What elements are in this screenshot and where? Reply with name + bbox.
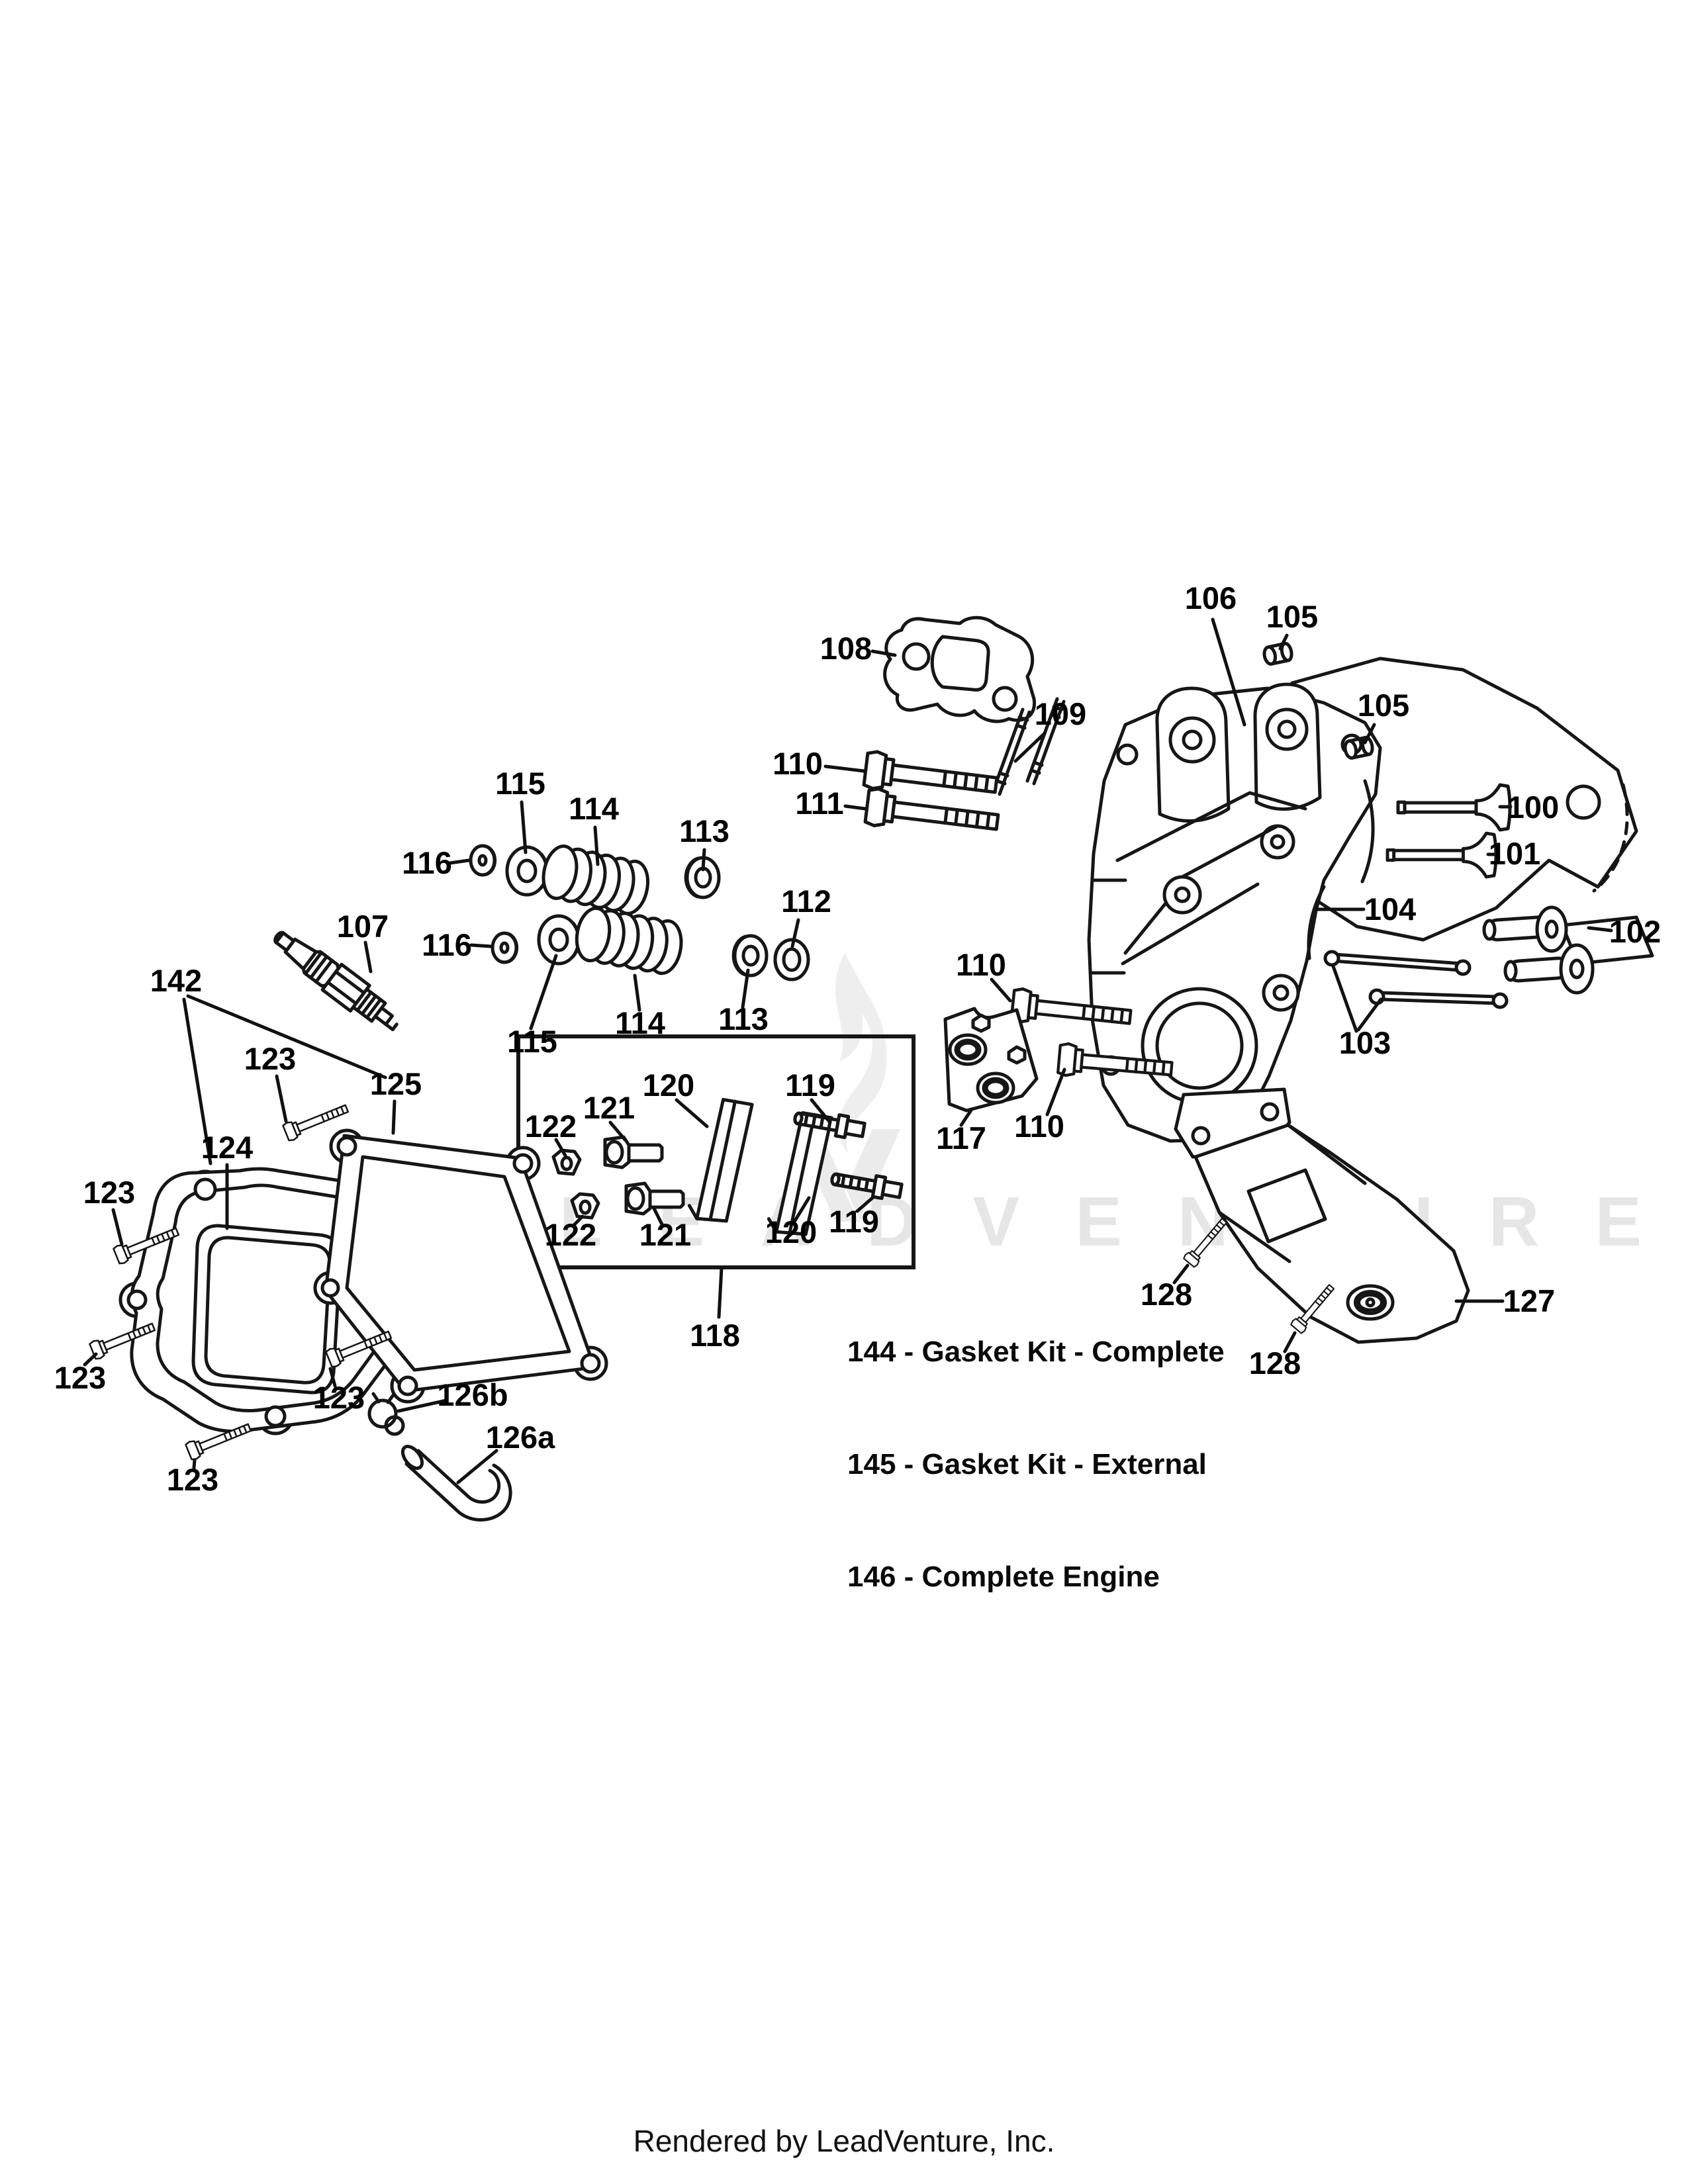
callout-109: 109 bbox=[1035, 696, 1086, 731]
pivot-bolt-121-drawing bbox=[624, 1181, 685, 1216]
callout-119: 119 bbox=[829, 1204, 879, 1239]
callout-110: 110 bbox=[773, 746, 823, 781]
bracket-plate-117-drawing bbox=[943, 1007, 1039, 1113]
callout-106: 106 bbox=[1185, 580, 1237, 615]
pivot-bolt-121-drawing bbox=[603, 1135, 664, 1169]
valve-spring-114-drawing bbox=[575, 906, 683, 976]
kit-item-146: 146 - Complete Engine bbox=[847, 1561, 1160, 1593]
leader-lines bbox=[83, 617, 1613, 1484]
callout-108: 108 bbox=[820, 631, 872, 666]
push-rod-103-drawing bbox=[1323, 950, 1509, 1009]
callout-121: 121 bbox=[583, 1090, 635, 1125]
callout-122: 122 bbox=[545, 1217, 596, 1252]
stud-119-drawing bbox=[830, 1172, 904, 1201]
spark-plug-107-drawing bbox=[273, 931, 399, 1032]
callout-123: 123 bbox=[83, 1175, 135, 1210]
callout-115: 115 bbox=[507, 1024, 557, 1059]
callout-116: 116 bbox=[402, 845, 452, 880]
head-bolt-111-drawing bbox=[865, 788, 1000, 841]
callout-100: 100 bbox=[1507, 790, 1559, 825]
callout-126b: 126b bbox=[437, 1377, 508, 1412]
callout-110: 110 bbox=[1014, 1109, 1064, 1144]
callout-123: 123 bbox=[244, 1041, 296, 1076]
hardware-inset-box bbox=[516, 1034, 915, 1269]
callout-114: 114 bbox=[569, 791, 619, 826]
callout-112: 112 bbox=[781, 884, 831, 919]
callout-128: 128 bbox=[1141, 1277, 1192, 1312]
valve-seal-112-drawing bbox=[773, 938, 810, 981]
stud-119-drawing bbox=[793, 1111, 867, 1140]
callout-111: 111 bbox=[795, 786, 843, 821]
callout-113: 113 bbox=[718, 1001, 769, 1036]
callout-142: 142 bbox=[150, 963, 202, 998]
callout-104: 104 bbox=[1364, 891, 1416, 927]
callout-110: 110 bbox=[956, 947, 1006, 982]
callout-117: 117 bbox=[936, 1120, 986, 1156]
callout-101: 101 bbox=[1489, 836, 1540, 871]
callout-102: 102 bbox=[1609, 914, 1661, 949]
breather-clamp-126b-drawing bbox=[367, 1392, 405, 1436]
callout-120: 120 bbox=[643, 1068, 694, 1103]
valve-spring-114-drawing bbox=[541, 844, 650, 915]
callout-113: 113 bbox=[679, 813, 729, 848]
callout-125: 125 bbox=[370, 1066, 422, 1101]
callout-119: 119 bbox=[785, 1068, 835, 1103]
callout-128: 128 bbox=[1249, 1345, 1301, 1381]
bracket-127-drawing bbox=[1174, 1087, 1470, 1344]
dowel-pin-105-drawing bbox=[1262, 641, 1293, 666]
callout-118: 118 bbox=[690, 1318, 740, 1353]
callout-123: 123 bbox=[54, 1360, 106, 1395]
rocker-arm-102-drawing bbox=[1482, 905, 1654, 995]
callout-122: 122 bbox=[525, 1109, 577, 1144]
callout-116: 116 bbox=[422, 927, 472, 962]
callout-124: 124 bbox=[201, 1130, 253, 1165]
callout-107: 107 bbox=[337, 909, 389, 944]
nut-122-drawing bbox=[570, 1192, 600, 1220]
exhaust-gasket-108-drawing bbox=[883, 615, 1037, 723]
watermark: LEADVENTURE bbox=[559, 953, 1688, 1261]
callout-123: 123 bbox=[313, 1380, 365, 1415]
watermark-text: LEADVENTURE bbox=[559, 1183, 1688, 1261]
flame-watermark-icon bbox=[835, 953, 887, 1154]
valve-cap-116-drawing bbox=[491, 931, 519, 964]
spring-retainer-115-drawing bbox=[505, 845, 549, 897]
callout-114: 114 bbox=[615, 1005, 665, 1040]
washer-113-drawing bbox=[731, 934, 769, 978]
callout-123: 123 bbox=[167, 1462, 218, 1497]
valve-cap-116-drawing bbox=[469, 844, 497, 877]
callout-120: 120 bbox=[765, 1214, 817, 1250]
nut-122-drawing bbox=[551, 1148, 582, 1176]
callout-115: 115 bbox=[495, 766, 545, 801]
spring-retainer-115-drawing bbox=[537, 914, 581, 966]
footer-credit: Rendered by LeadVenture, Inc. bbox=[633, 2124, 1055, 2158]
callout-126a: 126a bbox=[486, 1420, 555, 1455]
cover-gasket-125-drawing bbox=[313, 1128, 608, 1404]
callout-105: 105 bbox=[1358, 688, 1409, 723]
callout-121: 121 bbox=[639, 1217, 691, 1252]
callout-103: 103 bbox=[1339, 1025, 1391, 1060]
callout-labels: 108 106 105 105 109 110 111 100 101 102 … bbox=[54, 580, 1661, 1497]
kit-item-144: 144 - Gasket Kit - Complete bbox=[847, 1336, 1225, 1368]
callout-105: 105 bbox=[1266, 599, 1318, 634]
kit-item-145: 145 - Gasket Kit - External bbox=[847, 1448, 1207, 1480]
callout-127: 127 bbox=[1503, 1283, 1555, 1318]
breather-tube-126a-drawing bbox=[400, 1445, 512, 1522]
guide-plate-120-drawing bbox=[687, 1097, 754, 1223]
